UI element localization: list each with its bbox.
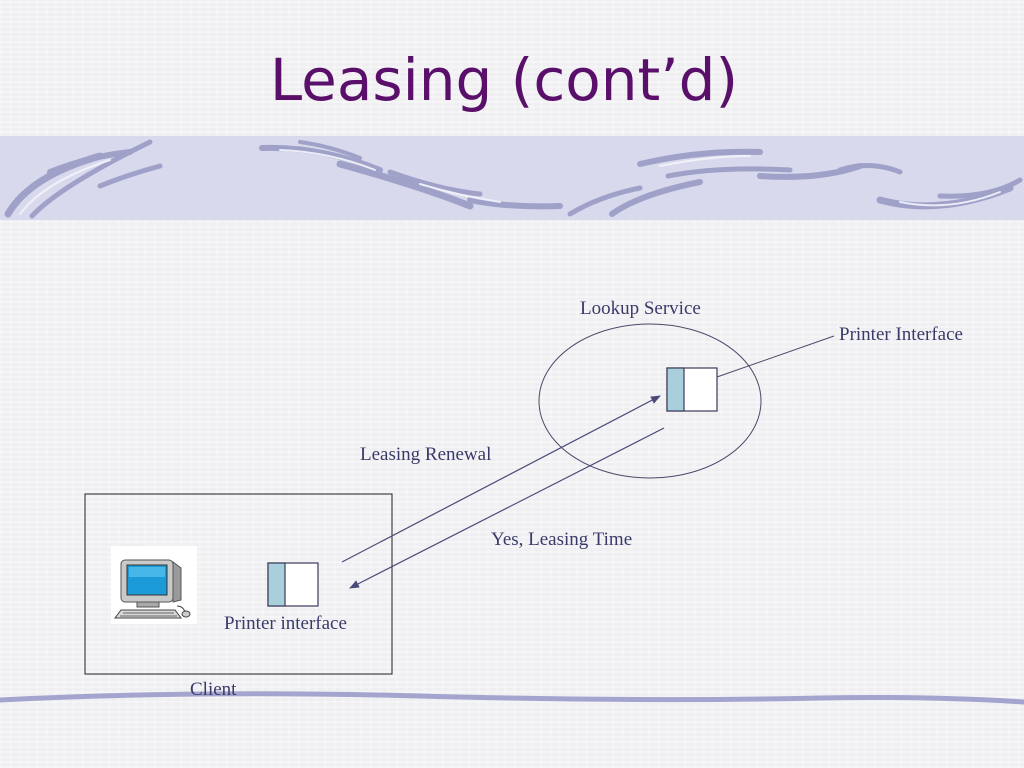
banner-swoosh-art xyxy=(4,139,1023,219)
leasing-renewal-label: Leasing Renewal xyxy=(360,444,492,465)
decorative-banner xyxy=(0,136,1024,220)
slide-title: Leasing (cont’d) xyxy=(269,46,739,114)
client-printer-interface-box xyxy=(267,562,319,607)
leasing-renewal-arrow xyxy=(341,395,661,563)
yes-leasing-time-label: Yes, Leasing Time xyxy=(491,529,633,550)
lookup-service-ellipse xyxy=(538,323,762,479)
lookup-printer-interface-box xyxy=(666,367,718,412)
lookup-service-label: Lookup Service xyxy=(580,298,701,319)
client-printer-interface-label: Printer interface xyxy=(224,613,347,634)
leasing-time-arrow xyxy=(349,427,665,589)
client-label: Client xyxy=(190,679,237,700)
printer-interface-label: Printer Interface xyxy=(839,324,963,345)
bottom-divider xyxy=(0,691,1024,705)
computer-icon xyxy=(111,546,197,624)
client-box xyxy=(84,493,393,675)
printer-interface-leader-line xyxy=(716,335,835,378)
